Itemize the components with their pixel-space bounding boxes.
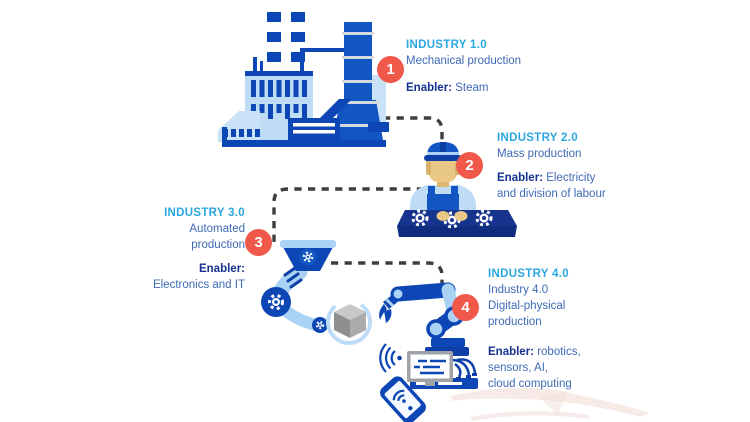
factory-illustration: [218, 12, 389, 147]
stage-2-text-block: INDUSTRY 2.0 Mass production Enabler: El…: [497, 130, 647, 202]
stage-4-description: Industry 4.0: [488, 284, 549, 296]
gear-wrist: [312, 317, 328, 333]
stage-4-number-badge: 4: [452, 294, 479, 321]
hard-hat: [424, 142, 462, 161]
robotic-arm-illustration: [261, 240, 372, 345]
connected-robot-illustration: [379, 282, 478, 422]
stage-3-enabler: Enabler: Electronics and IT: [152, 263, 245, 291]
stage-3-title: INDUSTRY 3.0: [164, 207, 245, 219]
gear-icon: [411, 209, 429, 227]
stage-1-title: INDUSTRY 1.0: [406, 39, 487, 51]
connector-3-4: [331, 261, 444, 291]
stage-3-text-block: INDUSTRY 3.0 Automated production Enable…: [133, 205, 245, 293]
stage-2-enabler: Enabler: Electricity and division of lab…: [497, 172, 606, 200]
stage-1-text-block: INDUSTRY 1.0 Mechanical production Enabl…: [406, 37, 576, 96]
hopper: [280, 240, 336, 271]
connector-1-2: [383, 116, 444, 153]
monitor: [407, 351, 453, 386]
wifi-icon: [392, 389, 405, 402]
gear-joint: [261, 287, 291, 317]
worker-overalls: [427, 194, 459, 214]
watermark: [451, 387, 649, 421]
stage-2-description: Mass production: [497, 148, 582, 160]
smartphone: [380, 376, 426, 422]
stage-3-number-badge: 3: [245, 229, 272, 256]
striped-chimney: [267, 12, 305, 71]
cube: [334, 304, 366, 338]
stage-2-title: INDUSTRY 2.0: [497, 132, 578, 144]
worker-face: [429, 158, 457, 182]
smoke-stack: [333, 22, 383, 140]
stage-4-title: INDUSTRY 4.0: [488, 268, 569, 280]
stage-1-number-badge: 1: [377, 56, 404, 83]
stage-1-description: Mechanical production: [406, 55, 522, 67]
wifi-icon: [379, 343, 396, 373]
tripod-claw: [452, 358, 477, 378]
gear-icon: [475, 209, 493, 227]
stage-3-description: Automated production: [189, 223, 245, 251]
stage-2-number-badge: 2: [456, 152, 483, 179]
stage-1-enabler: Enabler: Steam: [406, 82, 489, 94]
stage-4-text-block: INDUSTRY 4.0 Industry 4.0 Digital-physic…: [488, 266, 608, 392]
stage-4-description-2: Digital-physical production: [488, 300, 566, 328]
connector-2-3: [272, 187, 424, 247]
stage-4-enabler: Enabler: robotics, sensors, AI, cloud co…: [488, 346, 581, 390]
striped-unit: [288, 118, 340, 140]
worker-illustration: [397, 142, 517, 237]
